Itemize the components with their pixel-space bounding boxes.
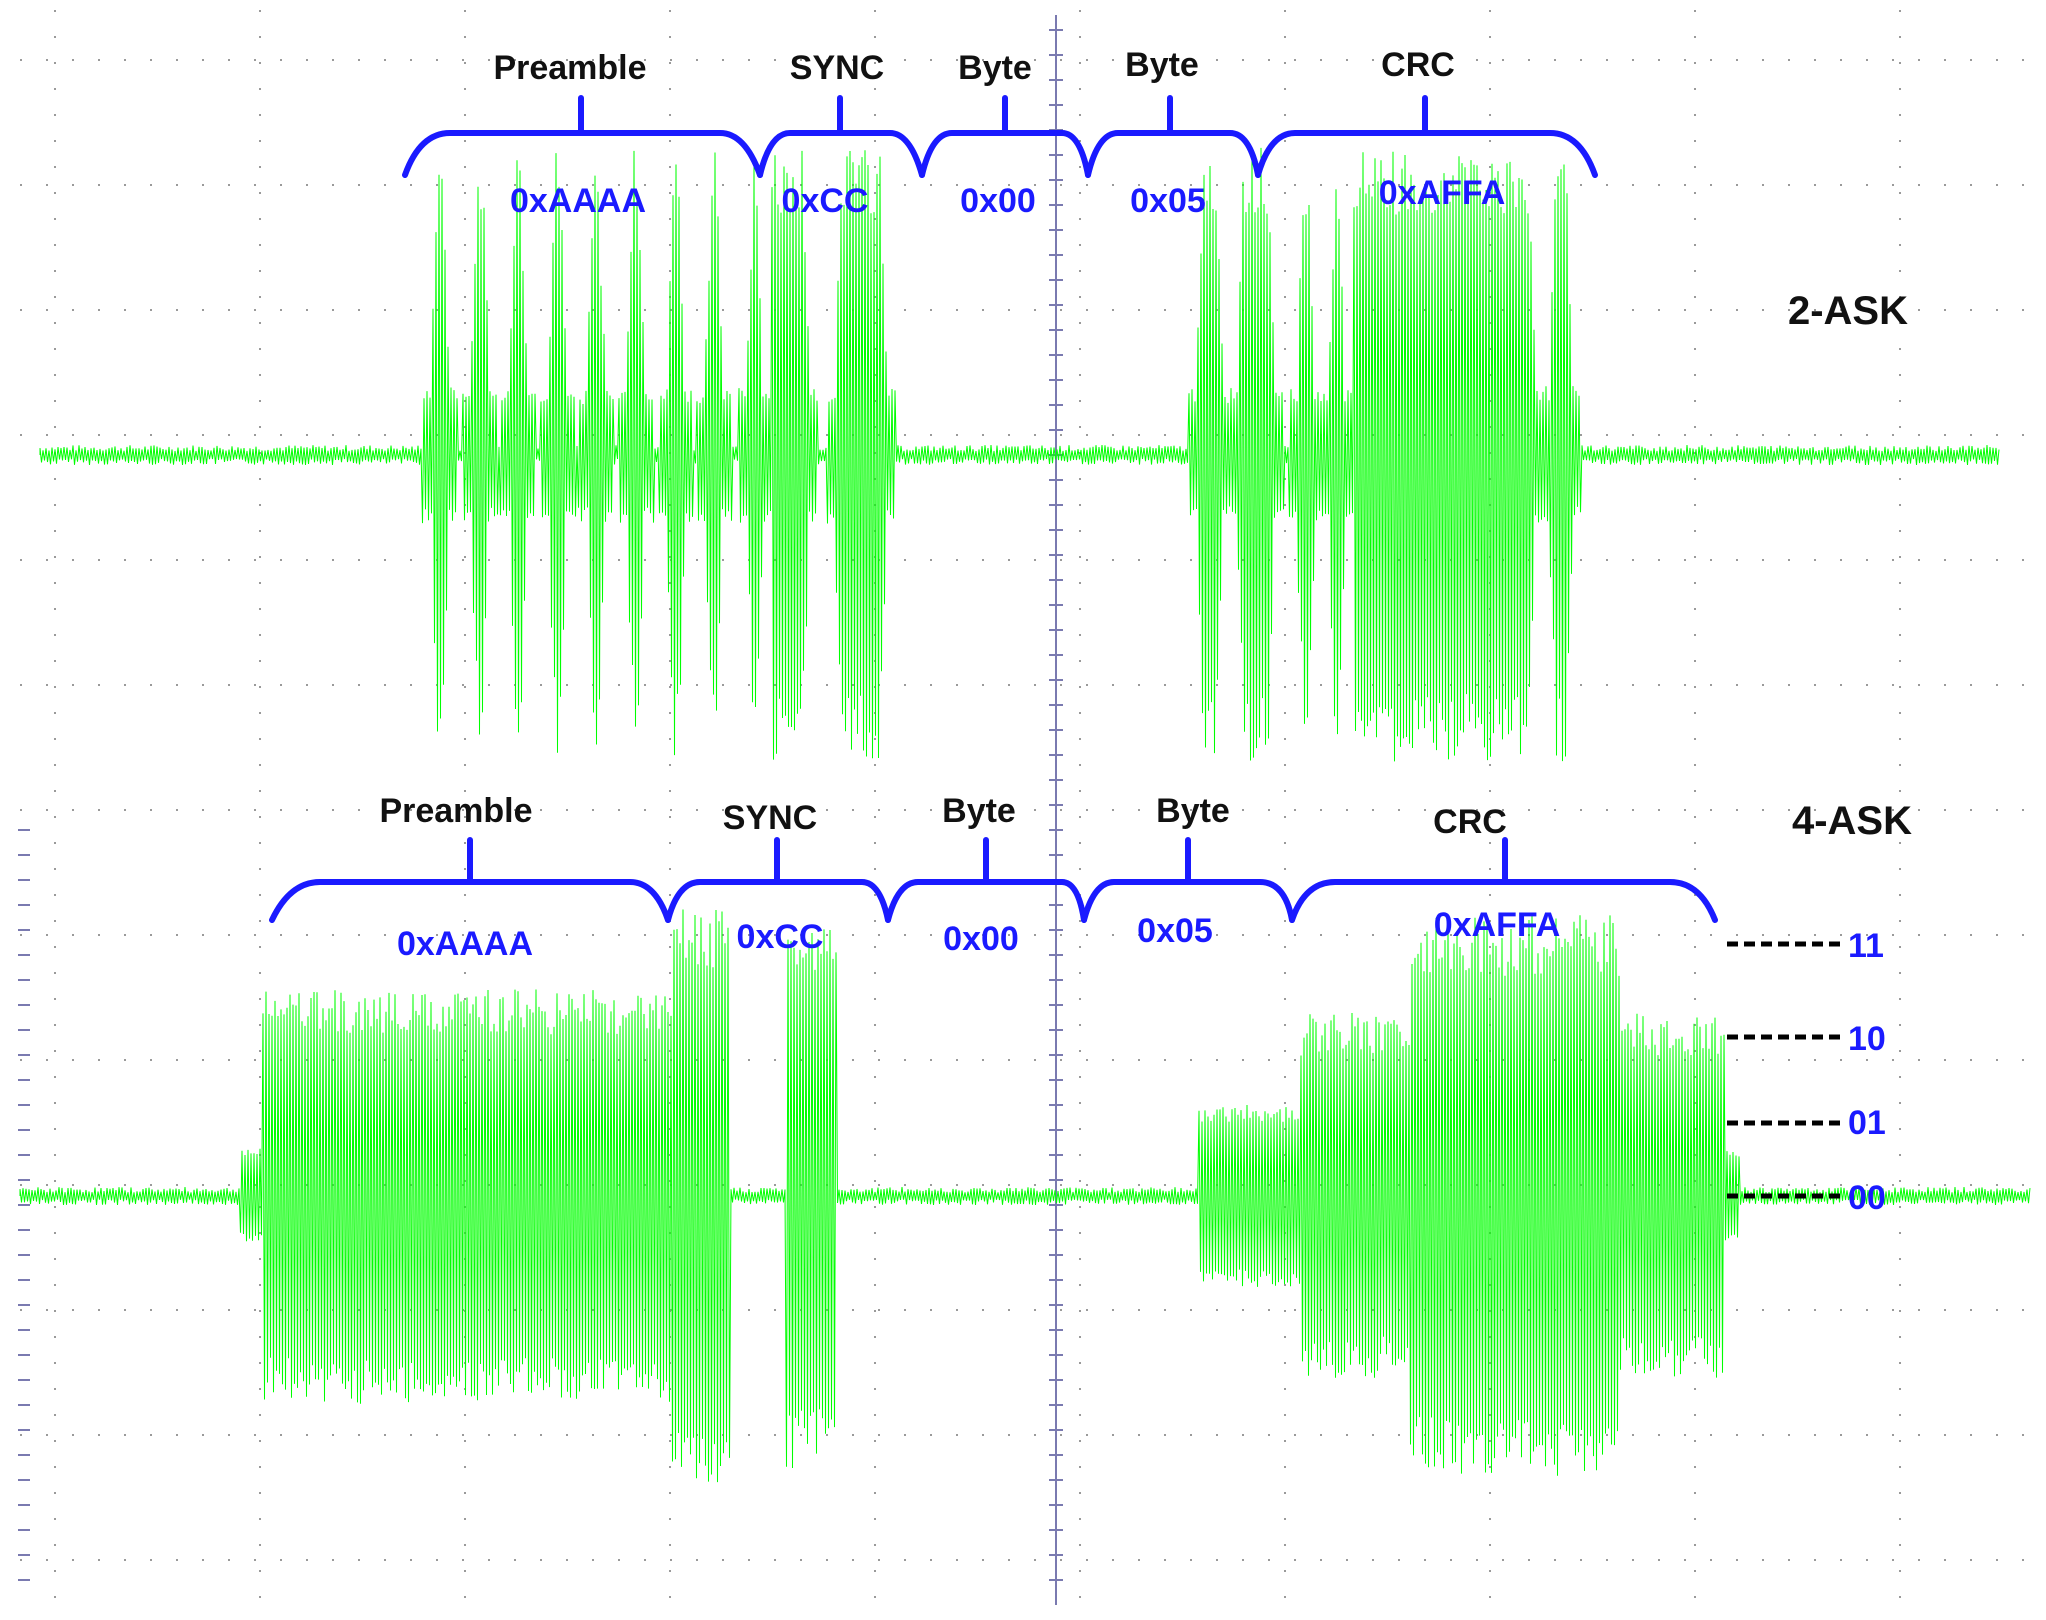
modulation-label-2ask: 2-ASK — [1788, 289, 1908, 333]
brace-byte-1-4ask — [885, 837, 1087, 923]
value-crc-4ask: 0xAFFA — [1434, 906, 1561, 944]
level-label-01: 01 — [1848, 1104, 1886, 1142]
value-crc: 0xAFFA — [1379, 174, 1506, 212]
waveform-4ask-trace — [19, 909, 2031, 1483]
brace-preamble-4ask — [269, 837, 671, 923]
scope-grid — [18, 10, 2030, 1605]
value-preamble: 0xAAAA — [510, 182, 646, 220]
level-label-00: 00 — [1848, 1179, 1886, 1217]
brace-byte-2 — [1085, 95, 1261, 178]
label-sync: SYNC — [790, 49, 884, 87]
label-sync-4ask: SYNC — [723, 799, 817, 837]
label-byte-2: Byte — [1125, 46, 1199, 84]
value-byte-1: 0x00 — [960, 182, 1036, 220]
label-preamble: Preamble — [493, 49, 646, 87]
brace-byte-1 — [919, 95, 1091, 178]
value-sync: 0xCC — [782, 182, 869, 220]
annotation-4ask: Preamble SYNC Byte Byte CRC 0xAAAA 0xCC … — [269, 792, 1912, 1217]
label-crc: CRC — [1381, 46, 1455, 84]
annotation-2ask: Preamble SYNC Byte Byte CRC 0xAAAA 0xCC … — [402, 46, 1908, 333]
modulation-label-4ask: 4-ASK — [1792, 799, 1912, 843]
brace-sync — [757, 95, 925, 178]
label-crc-4ask: CRC — [1433, 803, 1507, 841]
brace-preamble — [402, 95, 763, 178]
waveform-2ask — [39, 147, 2000, 762]
brace-byte-2-4ask — [1081, 837, 1295, 923]
value-byte-2: 0x05 — [1130, 182, 1206, 220]
label-preamble-4ask: Preamble — [379, 792, 532, 830]
label-byte-1-4ask: Byte — [942, 792, 1016, 830]
label-byte-1: Byte — [958, 49, 1032, 87]
label-byte-2-4ask: Byte — [1156, 792, 1230, 830]
brace-sync-4ask — [665, 837, 891, 923]
value-preamble-4ask: 0xAAAA — [397, 925, 533, 963]
value-byte-2-4ask: 0x05 — [1137, 912, 1213, 950]
value-sync-4ask: 0xCC — [737, 918, 824, 956]
level-label-11: 11 — [1848, 927, 1884, 965]
value-byte-1-4ask: 0x00 — [943, 920, 1019, 958]
brace-crc — [1255, 95, 1598, 178]
level-label-10: 10 — [1848, 1020, 1886, 1058]
brace-crc-4ask — [1289, 837, 1718, 923]
waveform-2ask-trace — [39, 147, 2000, 762]
waveform-4ask — [19, 909, 2031, 1483]
